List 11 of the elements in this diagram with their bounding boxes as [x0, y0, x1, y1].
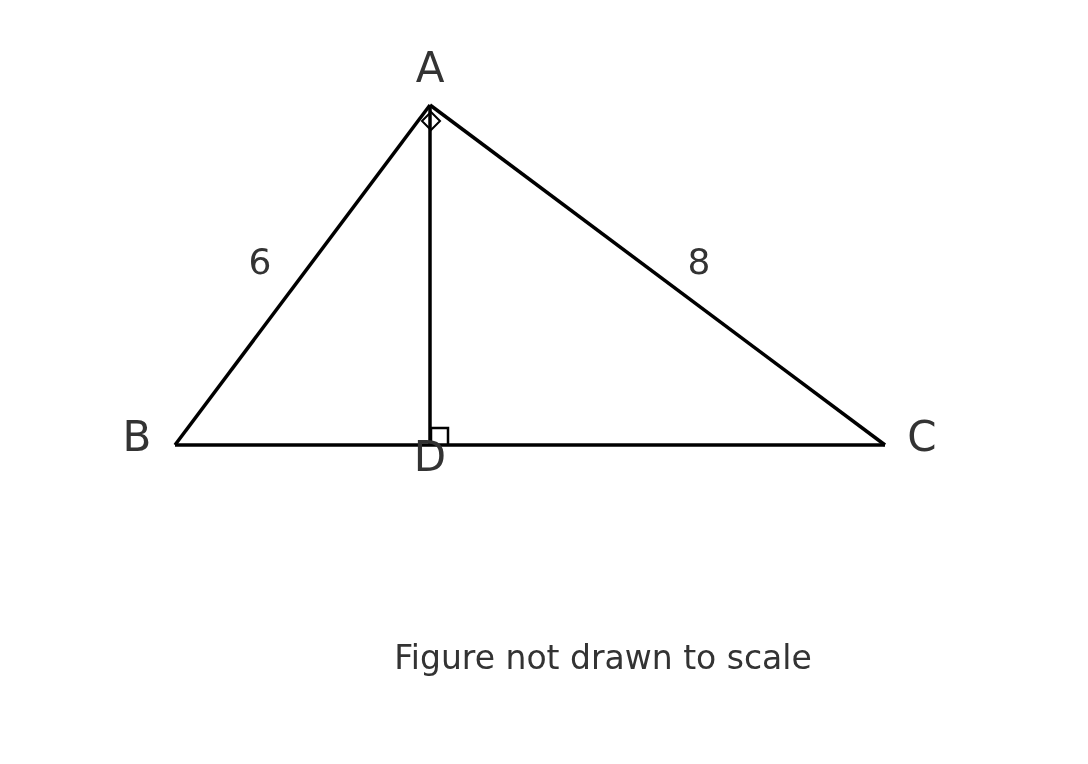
vertex-label: D — [413, 436, 447, 478]
caption: Figure not drawn to scale — [394, 640, 812, 674]
line-segment — [175, 443, 430, 447]
vertex-label: C — [907, 416, 937, 458]
edge-label: 6 — [248, 244, 272, 280]
vertex-label: A — [415, 47, 445, 89]
line-segment — [430, 443, 885, 447]
line-segment — [428, 103, 887, 447]
edge-label: 8 — [687, 244, 711, 280]
line-segment — [173, 103, 432, 447]
vertex-label: B — [122, 416, 152, 458]
